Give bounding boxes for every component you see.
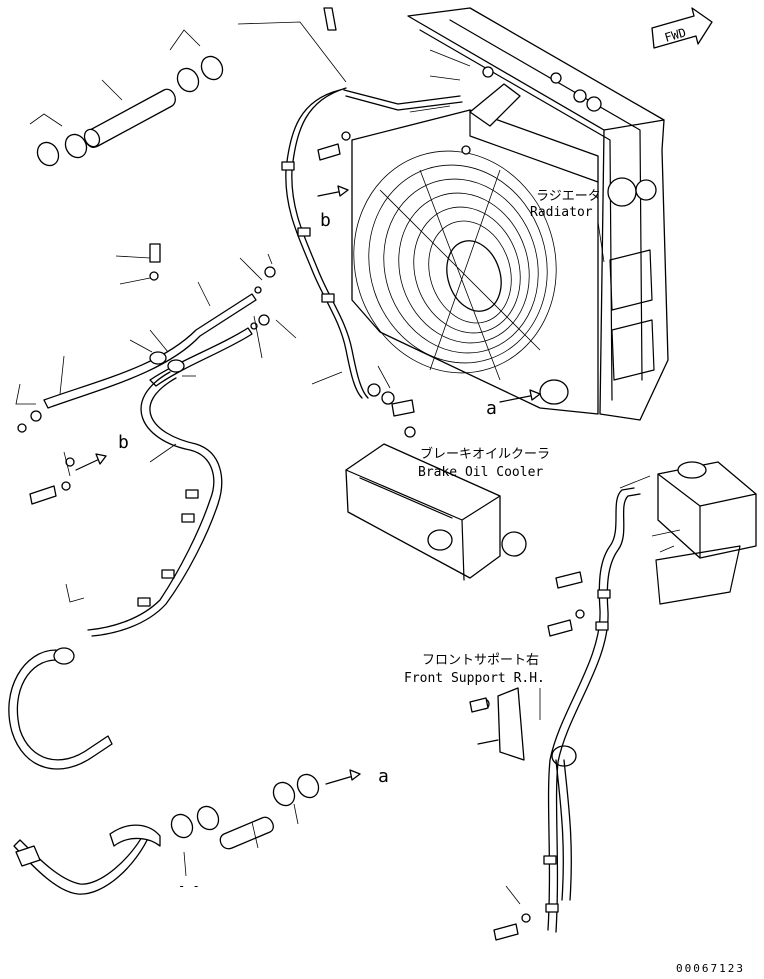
ref-b-left-label: b: [118, 432, 129, 453]
leader-lines: [15, 21, 681, 905]
radiator-label-jp: ラジエータ: [536, 189, 601, 204]
steel-tube-upper: [43, 293, 257, 409]
ref-arrow-b-left: b: [75, 432, 129, 471]
bolt-icons: [29, 7, 583, 941]
ref-a-top-label: a: [486, 398, 497, 419]
fan-guard: [353, 150, 557, 381]
upper-hose: [285, 89, 363, 399]
fwd-arrow-icon: FWD: [651, 7, 713, 49]
radiator-label-en: Radiator: [530, 205, 593, 220]
ref-arrow-a-top: a: [486, 389, 541, 419]
dash-mark: - -: [178, 879, 200, 893]
front-support-label-en: Front Support R.H.: [404, 671, 545, 686]
coolant-hose-top: [83, 88, 176, 148]
ref-arrow-b-fan: b: [317, 185, 349, 231]
ref-arrow-a-bottom: a: [325, 766, 389, 787]
front-support-label-jp: フロントサポート右: [422, 653, 539, 668]
water-pipe-lower-left: [8, 649, 113, 770]
drawing-number: 00067123: [676, 962, 745, 975]
brake-cooler-label-en: Brake Oil Cooler: [418, 465, 543, 480]
radiator: [351, 7, 669, 421]
front-support-bracket: [477, 687, 577, 767]
hose-clamp-pair-bottom-left: [170, 805, 220, 839]
brake-oil-cooler: [345, 426, 527, 581]
washers: [17, 66, 585, 923]
hose-clamp-pair-left: [36, 133, 88, 167]
hose-clamp-pair-top: [176, 55, 224, 93]
hose-clips: [137, 161, 611, 913]
hose-clamp-pair-bottom-right: [272, 773, 320, 807]
reservoir-tank: [655, 461, 757, 605]
brake-cooler-label-jp: ブレーキオイルクーラ: [420, 446, 550, 462]
ref-a-bottom-label: a: [378, 766, 389, 787]
coolant-hose-bottom: [219, 816, 274, 850]
ref-b-fan-label: b: [320, 210, 331, 231]
fwd-label: FWD: [663, 25, 688, 44]
